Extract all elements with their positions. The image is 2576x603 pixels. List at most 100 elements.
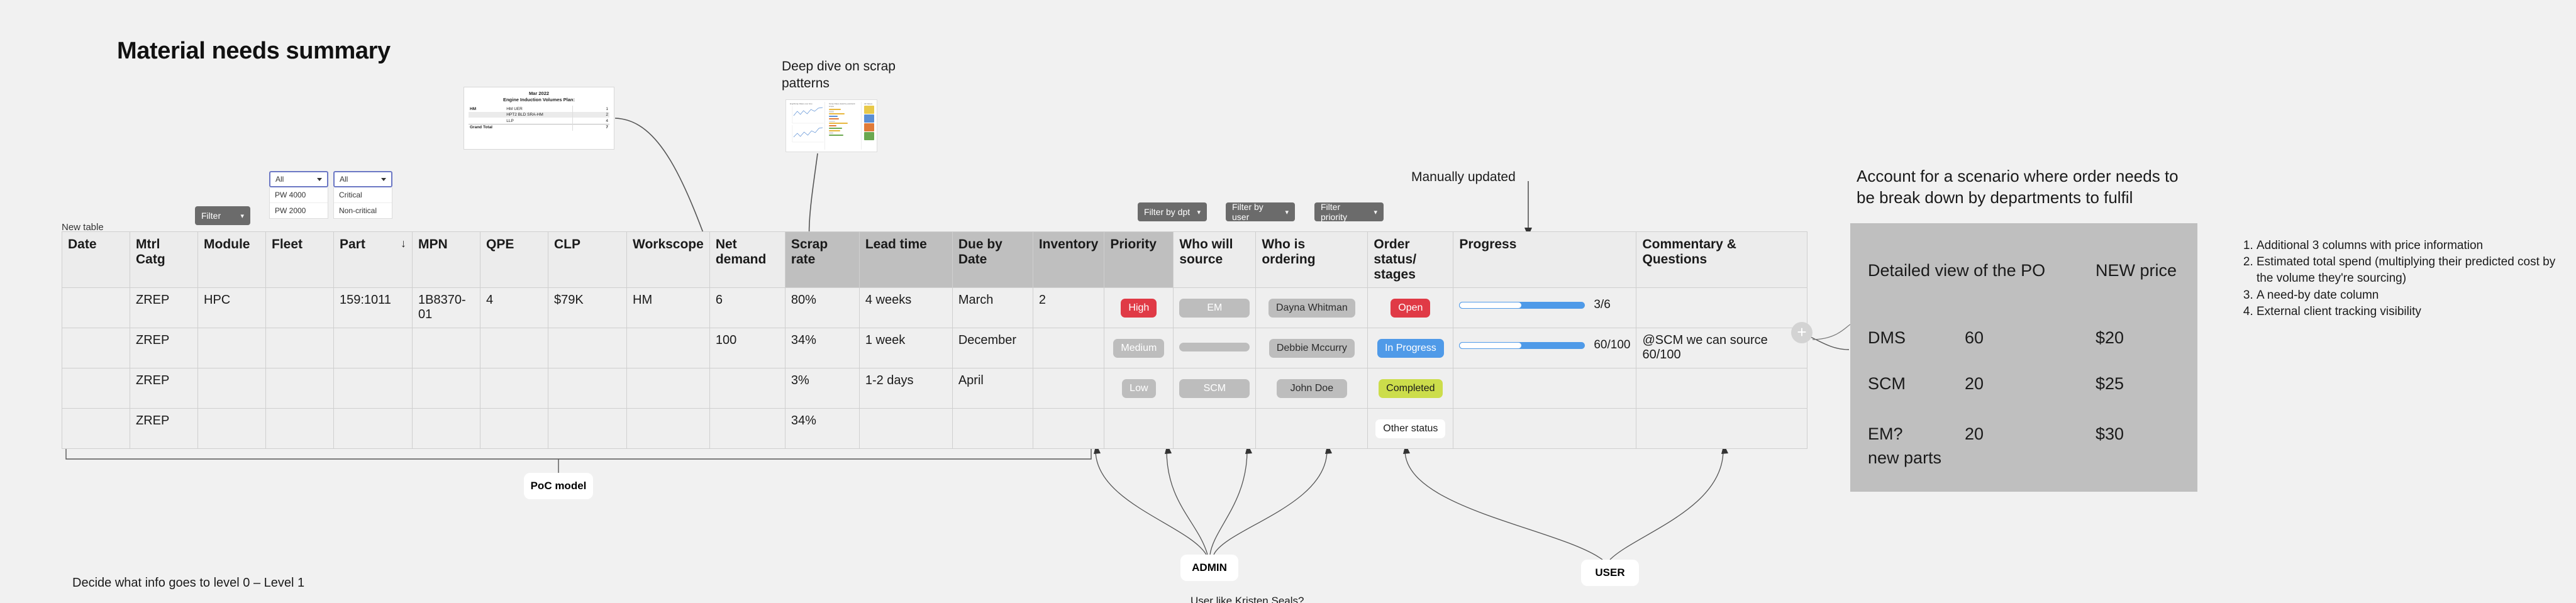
cell-priority[interactable]: High — [1104, 287, 1174, 328]
cell-mpn[interactable] — [412, 408, 480, 449]
col-header-module[interactable]: Module — [197, 231, 266, 288]
cell-mtrl[interactable]: ZREP — [130, 287, 198, 328]
source-badge[interactable] — [1179, 343, 1250, 351]
criticality-option[interactable]: Non-critical — [339, 206, 377, 215]
cell-workscope[interactable] — [626, 368, 710, 409]
add-comment-button[interactable]: + — [1791, 322, 1813, 343]
cell-module[interactable] — [197, 408, 266, 449]
scrap-dashboard-thumbnail[interactable]: Eng/Scrap Rates over time Scrap Rates de… — [786, 99, 877, 152]
orderer-badge[interactable]: John Doe — [1276, 379, 1347, 398]
cell-part[interactable] — [333, 368, 413, 409]
col-header-workscope[interactable]: Workscope — [626, 231, 710, 288]
cell-mpn[interactable]: 1B8370-01 — [412, 287, 480, 328]
col-header-who-will-source[interactable]: Who will source — [1173, 231, 1257, 288]
cell-order-status[interactable]: Other status — [1367, 408, 1454, 449]
sort-desc-icon[interactable]: ↓ — [401, 237, 406, 250]
cell-qpe[interactable]: 4 — [480, 287, 548, 328]
fleet-select[interactable]: All PW 4000 PW 2000 — [269, 171, 328, 219]
cell-date[interactable] — [62, 328, 130, 368]
status-badge[interactable]: Other status — [1375, 419, 1446, 438]
cell-commentary[interactable] — [1636, 287, 1808, 328]
cell-who-source[interactable]: EM — [1173, 287, 1257, 328]
cell-priority[interactable] — [1104, 408, 1174, 449]
fleet-option[interactable]: PW 2000 — [275, 206, 306, 215]
col-header-net-demand[interactable]: Net demand — [709, 231, 786, 288]
cell-date[interactable] — [62, 287, 130, 328]
cell-order-status[interactable]: In Progress — [1367, 328, 1454, 368]
cell-date[interactable] — [62, 368, 130, 409]
cell-date[interactable] — [62, 408, 130, 449]
cell-clp[interactable]: $79K — [548, 287, 627, 328]
cell-due-by[interactable] — [952, 408, 1033, 449]
col-header-lead-time[interactable]: Lead time — [858, 231, 953, 288]
cell-fleet[interactable] — [265, 328, 334, 368]
cell-progress[interactable] — [1453, 368, 1637, 409]
criticality-select-box[interactable]: All — [333, 171, 392, 187]
cell-inventory[interactable] — [1032, 408, 1105, 449]
cell-who-ordering[interactable]: Dayna Whitman — [1255, 287, 1368, 328]
cell-mtrl[interactable]: ZREP — [130, 368, 198, 409]
cell-commentary[interactable] — [1636, 408, 1808, 449]
cell-who-source[interactable] — [1173, 328, 1257, 368]
cell-lead-time[interactable]: 1 week — [858, 328, 953, 368]
cell-who-ordering[interactable]: John Doe — [1255, 368, 1368, 409]
cell-progress[interactable]: 3/6 — [1453, 287, 1637, 328]
cell-module[interactable] — [197, 368, 266, 409]
orderer-badge[interactable]: Dayna Whitman — [1268, 298, 1355, 318]
cell-fleet[interactable] — [265, 287, 334, 328]
source-badge[interactable]: SCM — [1179, 379, 1250, 398]
cell-due-by[interactable]: March — [952, 287, 1033, 328]
cell-part[interactable] — [333, 328, 413, 368]
col-header-who-is-ordering[interactable]: Who is ordering — [1255, 231, 1368, 288]
cell-net-demand[interactable] — [709, 408, 786, 449]
table-row[interactable]: ZREP 3% 1-2 days April Low SCM John Doe … — [62, 368, 1808, 409]
cell-inventory[interactable] — [1032, 328, 1105, 368]
cell-workscope[interactable] — [626, 408, 710, 449]
progress-bar[interactable]: 3/6 — [1459, 293, 1630, 312]
priority-badge[interactable]: Low — [1122, 379, 1156, 398]
col-header-mpn[interactable]: MPN — [412, 231, 480, 288]
cell-workscope[interactable] — [626, 328, 710, 368]
cell-net-demand[interactable]: 6 — [709, 287, 786, 328]
cell-commentary[interactable]: @SCM we can source 60/100 — [1636, 328, 1808, 368]
cell-module[interactable] — [197, 328, 266, 368]
col-header-progress[interactable]: Progress — [1453, 231, 1637, 288]
criticality-option[interactable]: Critical — [334, 187, 392, 203]
cell-clp[interactable] — [548, 408, 627, 449]
cell-mpn[interactable] — [412, 328, 480, 368]
cell-mtrl[interactable]: ZREP — [130, 328, 198, 368]
col-header-inventory[interactable]: Inventory — [1032, 231, 1105, 288]
status-badge[interactable]: In Progress — [1377, 338, 1444, 358]
cell-net-demand[interactable] — [709, 368, 786, 409]
cell-clp[interactable] — [548, 368, 627, 409]
poc-model-pill[interactable]: PoC model — [524, 473, 593, 499]
cell-lead-time[interactable]: 4 weeks — [858, 287, 953, 328]
table-row[interactable]: ZREP 100 34% 1 week December Medium Debb… — [62, 328, 1808, 368]
col-header-qpe[interactable]: QPE — [480, 231, 548, 288]
cell-workscope[interactable]: HM — [626, 287, 710, 328]
cell-qpe[interactable] — [480, 408, 548, 449]
orderer-badge[interactable]: Debbie Mccurry — [1269, 338, 1355, 358]
user-pill[interactable]: USER — [1581, 560, 1639, 586]
source-badge[interactable]: EM — [1179, 298, 1250, 318]
cell-scrap-rate[interactable]: 34% — [784, 408, 860, 449]
fleet-select-options[interactable]: PW 4000 PW 2000 — [269, 187, 328, 219]
filter-by-dpt-button[interactable]: Filter by dpt ▾ — [1138, 202, 1207, 221]
cell-scrap-rate[interactable]: 3% — [784, 368, 860, 409]
status-badge[interactable]: Open — [1391, 298, 1431, 318]
cell-fleet[interactable] — [265, 408, 334, 449]
progress-bar[interactable]: 60/100 — [1459, 333, 1630, 352]
criticality-select[interactable]: All Critical Non-critical — [333, 171, 392, 219]
cell-qpe[interactable] — [480, 328, 548, 368]
cell-part[interactable] — [333, 408, 413, 449]
cell-module[interactable]: HPC — [197, 287, 266, 328]
cell-scrap-rate[interactable]: 34% — [784, 328, 860, 368]
col-header-scrap-rate[interactable]: Scrap rate — [784, 231, 860, 288]
cell-progress[interactable] — [1453, 408, 1637, 449]
col-header-clp[interactable]: CLP — [548, 231, 627, 288]
cell-net-demand[interactable]: 100 — [709, 328, 786, 368]
col-header-commentary[interactable]: Commentary & Questions — [1636, 231, 1808, 288]
col-header-part[interactable]: ↓Part — [333, 231, 413, 288]
criticality-select-options[interactable]: Critical Non-critical — [333, 187, 392, 219]
cell-due-by[interactable]: December — [952, 328, 1033, 368]
